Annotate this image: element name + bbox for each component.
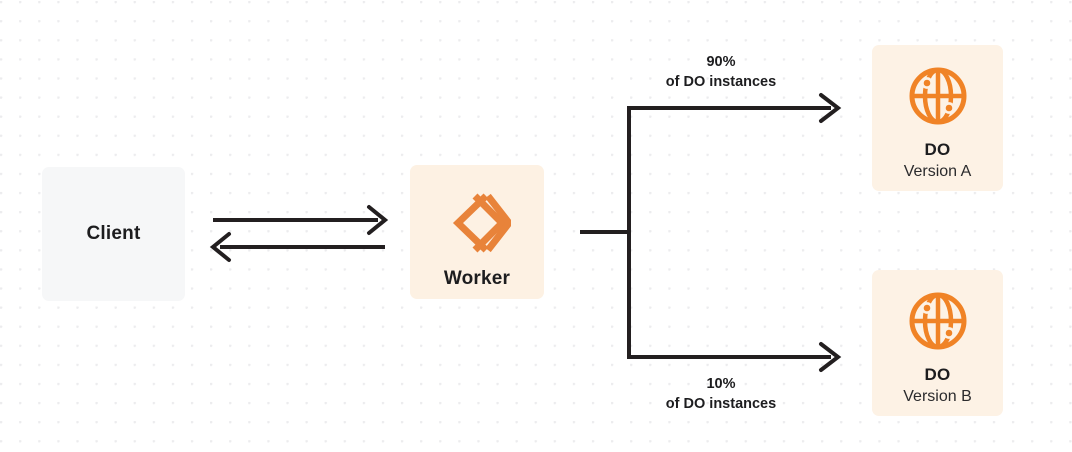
do-b-label: DO <box>924 365 951 384</box>
edge-label-bottom: 10% of DO instances <box>627 374 815 414</box>
edge-label-bottom-description: of DO instances <box>665 396 777 412</box>
globe-icon <box>908 291 968 351</box>
arrow-worker-to-client <box>209 232 385 262</box>
branch-stem <box>580 110 631 355</box>
arrow-worker-to-do-a <box>627 93 842 123</box>
node-client[interactable]: Client <box>42 167 185 301</box>
arrow-client-to-worker <box>213 205 389 235</box>
do-a-sublabel: Version A <box>903 163 972 180</box>
node-worker[interactable]: Worker <box>410 165 544 299</box>
do-a-label: DO <box>924 140 951 159</box>
cloudflare-workers-icon <box>443 189 514 257</box>
globe-icon <box>908 66 968 126</box>
node-do-version-a[interactable]: DO Version A <box>872 45 1003 191</box>
edge-label-top: 90% of DO instances <box>627 52 815 92</box>
node-do-version-b[interactable]: DO Version B <box>872 270 1003 416</box>
do-b-sublabel: Version B <box>903 388 972 405</box>
client-label: Client <box>86 223 141 244</box>
edge-label-top-description: of DO instances <box>665 74 777 90</box>
arrow-worker-to-do-b <box>627 342 842 372</box>
edge-label-top-percent: 90% <box>706 54 736 70</box>
worker-label: Worker <box>443 268 511 289</box>
edge-label-bottom-percent: 10% <box>706 376 736 392</box>
